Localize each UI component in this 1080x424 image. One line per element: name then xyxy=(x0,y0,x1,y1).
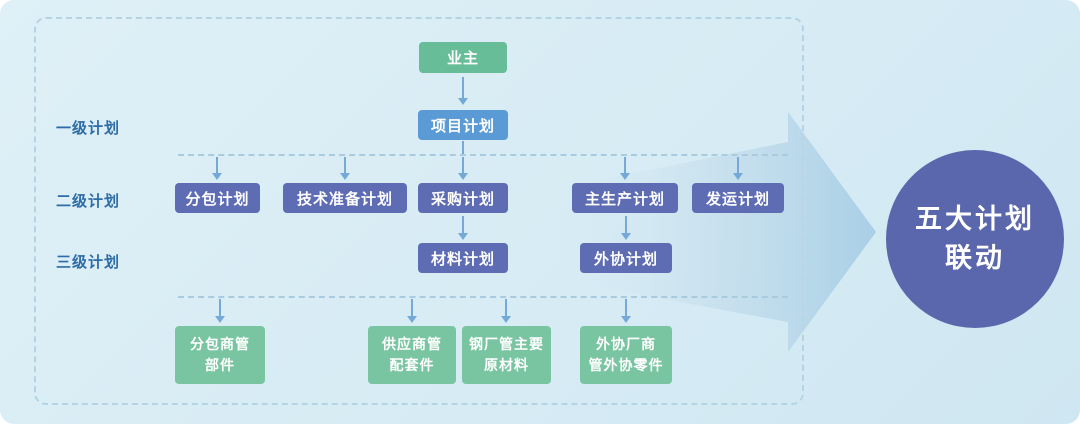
node-project-plan: 项目计划 xyxy=(418,110,508,140)
node-shipping-plan: 发运计划 xyxy=(692,183,784,213)
node-steelmill-rawmaterial: 钢厂管主要 原材料 xyxy=(462,326,551,384)
row-label-level3: 三级计划 xyxy=(56,254,121,271)
arrow-down-icon xyxy=(211,157,223,180)
arrow-down-icon xyxy=(620,216,632,240)
node-subcontractor-parts: 分包商管 部件 xyxy=(175,326,265,384)
distribution-line-suppliers xyxy=(178,296,788,298)
node-outsource-vendor-parts: 外协厂商 管外协零件 xyxy=(580,326,672,384)
arrow-down-icon xyxy=(619,157,631,180)
arrow-down-icon xyxy=(457,157,469,180)
node-owner: 业主 xyxy=(419,42,507,73)
node-supplier-accessories: 供应商管 配套件 xyxy=(368,326,456,384)
arrow-down-icon xyxy=(406,299,418,323)
arrow-down-icon xyxy=(500,299,512,323)
node-outsourcing-plan: 外协计划 xyxy=(580,243,672,273)
connector-stem xyxy=(462,141,464,154)
node-tech-prep-plan: 技术准备计划 xyxy=(283,183,407,213)
distribution-line-level2 xyxy=(178,154,788,156)
arrow-down-icon xyxy=(732,157,744,180)
arrow-down-icon xyxy=(339,157,351,180)
arrow-down-icon xyxy=(457,77,469,105)
node-procurement-plan: 采购计划 xyxy=(418,183,508,213)
node-subcontract-plan: 分包计划 xyxy=(175,183,260,213)
result-circle: 五大计划 联动 xyxy=(886,150,1064,328)
row-label-level2: 二级计划 xyxy=(56,193,121,210)
node-material-plan: 材料计划 xyxy=(418,243,508,273)
arrow-down-icon xyxy=(620,299,632,323)
row-label-level1: 一级计划 xyxy=(56,120,121,137)
arrow-down-icon xyxy=(214,299,226,323)
node-main-production-plan: 主生产计划 xyxy=(572,183,678,213)
arrow-down-icon xyxy=(457,216,469,240)
